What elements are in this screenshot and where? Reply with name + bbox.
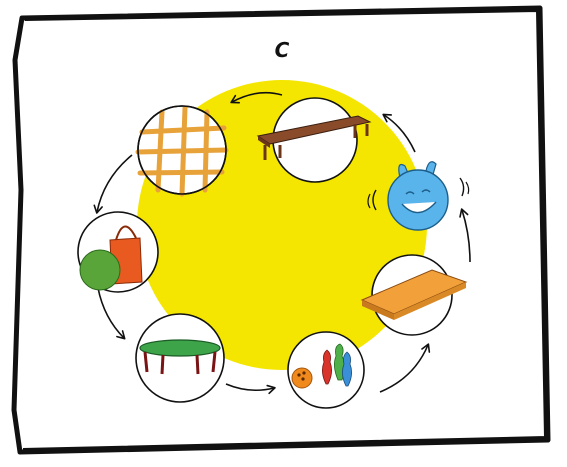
station-lattice xyxy=(138,106,226,194)
poster-label: C xyxy=(272,40,292,60)
station-bag-ball xyxy=(78,212,158,292)
station-trampoline xyxy=(136,314,224,402)
station-bowling xyxy=(288,332,364,408)
